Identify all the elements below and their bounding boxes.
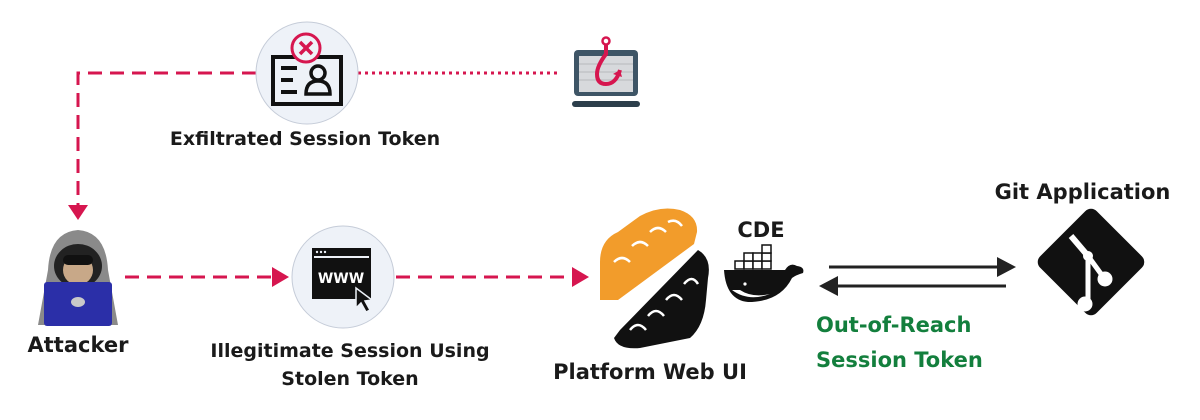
error-x-icon xyxy=(290,32,322,64)
exfiltrated-token-label: Exfiltrated Session Token xyxy=(169,128,441,150)
arrowhead-right-icon xyxy=(272,267,289,287)
phishing-laptop-icon xyxy=(572,36,640,107)
out-of-reach-label-line1: Out-of-Reach xyxy=(816,313,972,337)
exfiltrated-token-node xyxy=(255,21,359,125)
arrowhead-down-icon xyxy=(68,205,88,220)
illegitimate-session-label-line1: Illegitimate Session Using xyxy=(210,340,490,362)
browser-www-icon: WWW xyxy=(312,248,371,299)
git-icon xyxy=(1037,208,1145,316)
arrowhead-right-icon xyxy=(997,257,1016,277)
platform-web-ui-label: Platform Web UI xyxy=(553,360,747,384)
brain-handshake-icon xyxy=(600,208,709,349)
www-text: WWW xyxy=(318,271,364,287)
cursor-icon xyxy=(355,286,374,313)
cde-label: CDE xyxy=(737,218,785,242)
arrowhead-right-icon xyxy=(572,267,589,287)
docker-whale-icon xyxy=(724,244,804,302)
illegitimate-session-label-line2: Stolen Token xyxy=(281,368,419,390)
hacker-icon xyxy=(38,230,118,326)
out-of-reach-label-line2: Session Token xyxy=(816,348,983,372)
edge-exfiltrated-to-attacker xyxy=(76,71,256,205)
attacker-label: Attacker xyxy=(27,333,129,357)
git-application-label: Git Application xyxy=(994,180,1171,204)
illegitimate-session-node: WWW xyxy=(291,225,395,329)
arrowhead-left-icon xyxy=(819,276,838,296)
